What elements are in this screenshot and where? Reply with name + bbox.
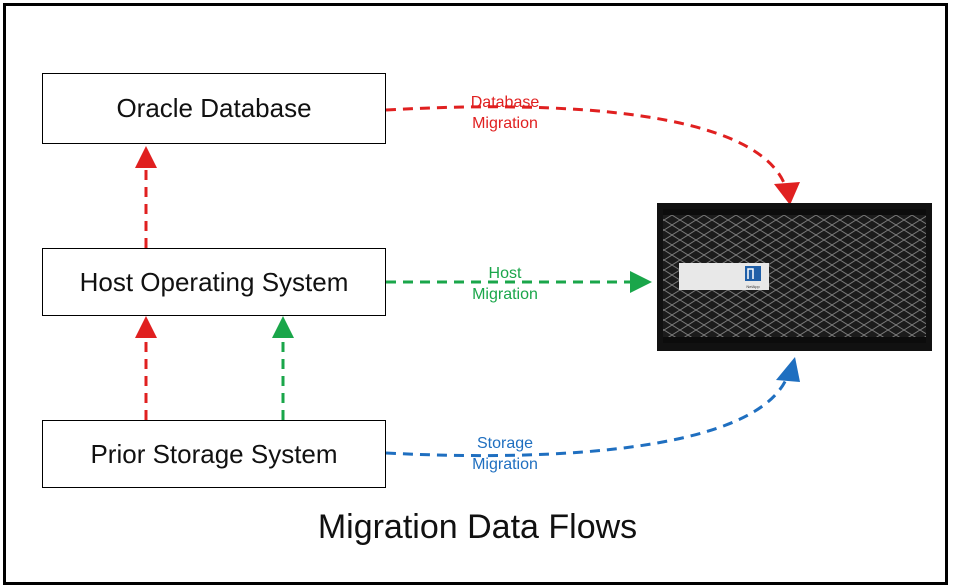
storage-migration-label: Storage Migration [472,435,538,473]
diagram-title: Migration Data Flows [317,508,638,546]
host-migration-arrow [386,271,652,293]
prior-storage-system-label: Prior Storage System [90,438,338,469]
host-operating-system-label: Host Operating System [79,266,349,297]
database-migration-label: Database Migration [470,94,540,132]
netapp-storage-appliance: NetApp [657,203,932,351]
database-migration-arrow [385,105,800,205]
storage-migration-arrow [385,357,800,458]
storage-to-host-red-arrow [135,316,157,420]
host-operating-system-box: Host Operating System [42,248,386,316]
brand-text: NetApp [746,284,760,289]
host-migration-label: Host Migration [472,265,538,303]
storage-to-host-green-arrow [272,316,294,420]
host-to-oracle-arrow [135,146,157,248]
oracle-database-label: Oracle Database [116,93,312,123]
prior-storage-system-box: Prior Storage System [42,420,386,488]
oracle-database-box: Oracle Database [42,73,386,144]
